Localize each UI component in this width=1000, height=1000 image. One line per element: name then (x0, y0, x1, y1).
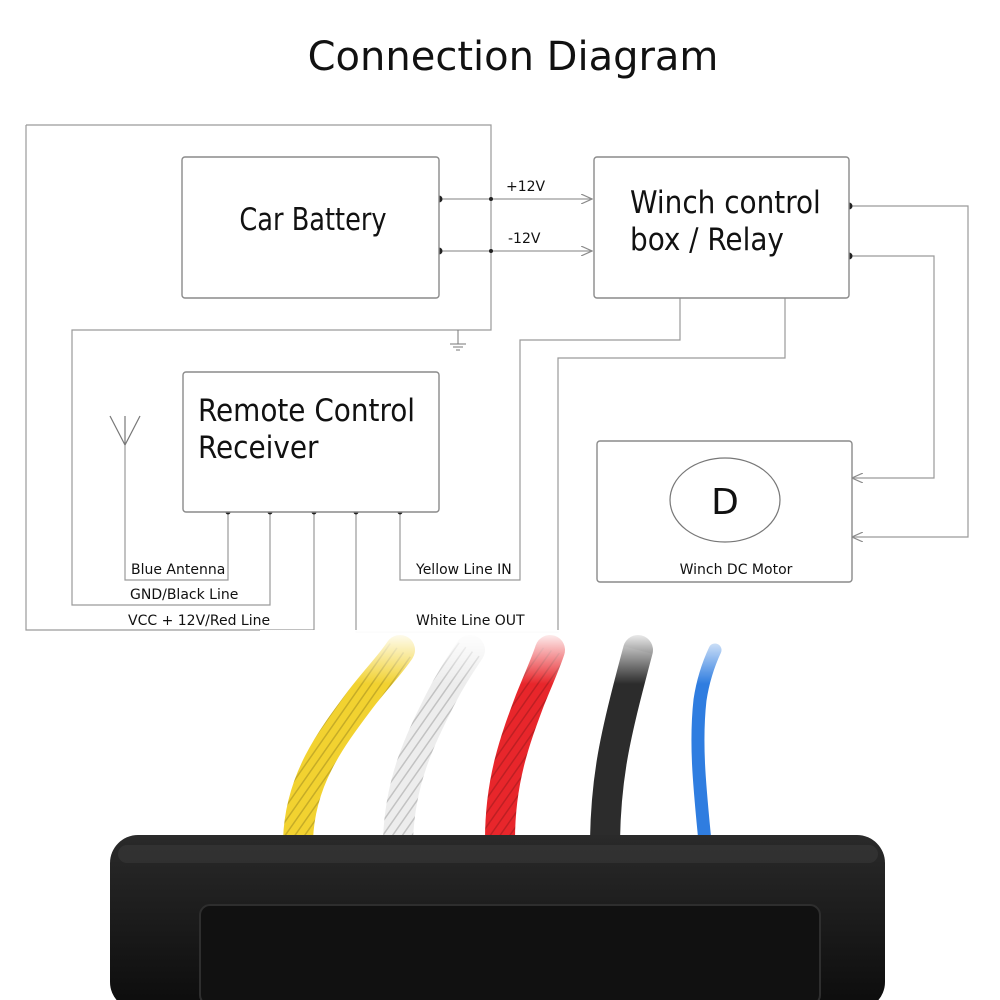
edge-vcc-loop (26, 124, 492, 606)
node-remote-receiver: Remote Control Receiver (182, 371, 440, 513)
edge-label-vcc: VCC + 12V/Red Line (128, 613, 270, 629)
motor-label: Winch DC Motor (680, 562, 793, 578)
car-battery-label: Car Battery (239, 202, 386, 238)
edge-white-out (355, 298, 786, 633)
receiver-label-line1: Remote Control (198, 393, 415, 429)
edge-motor-1 (849, 205, 969, 537)
relay-label-line1: Winch control (630, 185, 821, 221)
wiring (25, 124, 969, 633)
edge-label-white-out: White Line OUT (416, 613, 525, 629)
edge-label-pos: +12V (506, 179, 546, 195)
edge-yellow-in (399, 298, 681, 581)
edge-label-neg: -12V (508, 231, 541, 247)
ground-icon (450, 330, 466, 351)
photo-wires (260, 630, 760, 855)
edge-label-yellow-in: Yellow Line IN (415, 562, 512, 578)
edge-antenna-wire (124, 445, 229, 581)
product-photo (110, 630, 885, 1000)
receiver-enclosure (110, 835, 885, 1000)
antenna-icon (109, 415, 141, 446)
motor-symbol-circle (669, 457, 781, 543)
node-winch-motor: D Winch DC Motor (596, 440, 853, 583)
edge-motor-2 (849, 255, 935, 478)
diagram-title: Connection Diagram (308, 34, 719, 80)
relay-label-line2: box / Relay (630, 222, 784, 258)
edge-label-antenna: Blue Antenna (131, 562, 225, 578)
node-car-battery: Car Battery (181, 156, 440, 299)
node-winch-relay: Winch control box / Relay (593, 156, 850, 299)
motor-symbol: D (711, 482, 739, 523)
edge-label-gnd: GND/Black Line (130, 587, 238, 603)
edge-vcc-outer (25, 125, 315, 631)
receiver-label-line2: Receiver (198, 430, 319, 466)
